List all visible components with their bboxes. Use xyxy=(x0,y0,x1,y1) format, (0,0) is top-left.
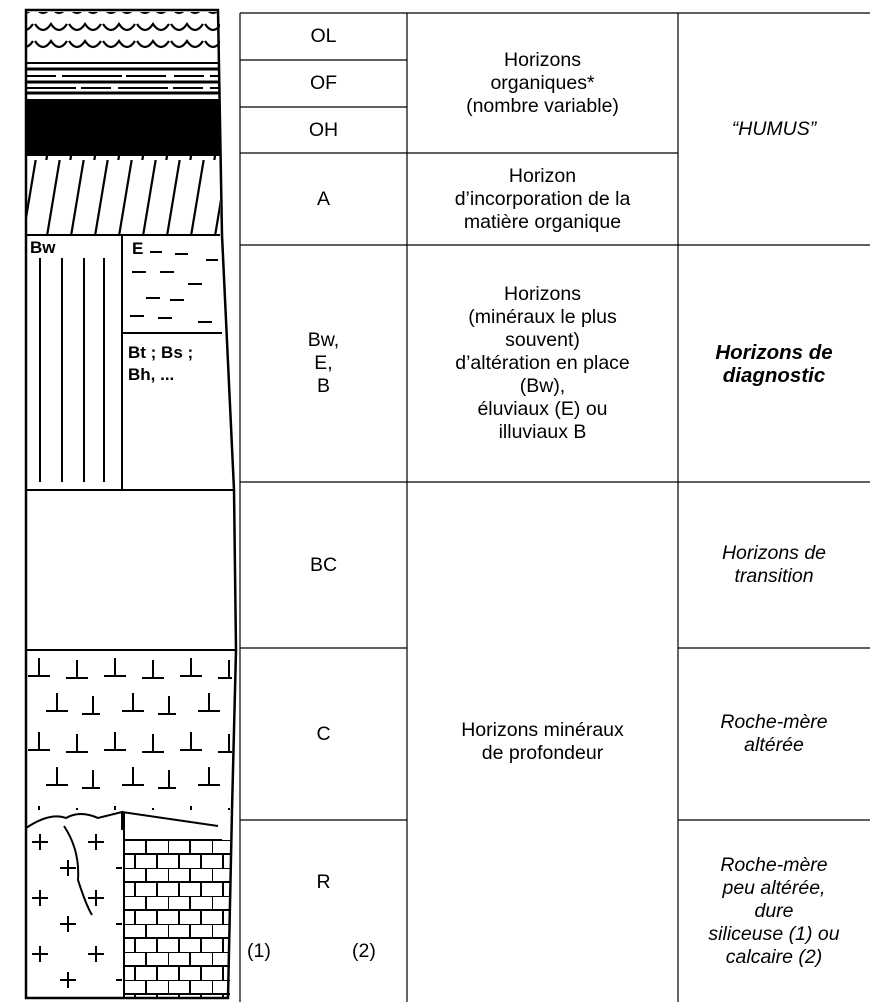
horizon-c: C xyxy=(316,722,331,745)
horizon-of: OF xyxy=(309,72,338,94)
description-organic: Horizons organiques* (nombre variable) xyxy=(466,48,619,117)
description-incorporation: Horizon d’incorporation de la matière or… xyxy=(454,164,631,233)
category-altered: Roche-mère altérée xyxy=(720,711,828,756)
profile-label-bw: Bw xyxy=(30,238,56,257)
description-deep-mineral: Horizons minéraux de profondeur xyxy=(461,719,624,764)
soil-profile-column: Bw E Bt ; Bs ; Bh, ... xyxy=(24,8,238,1000)
category-transition: Horizons de transition xyxy=(721,542,827,587)
horizon-a: A xyxy=(316,187,330,210)
description-diagnostic: Horizons (minéraux le plus souvent) d’al… xyxy=(455,283,630,443)
category-diagnostic: Horizons de diagnostic xyxy=(715,340,833,387)
profile-label-bh: Bh, ... xyxy=(128,365,174,384)
horizon-r-note-2: (2) xyxy=(352,940,376,962)
horizon-r-note-1: (1) xyxy=(247,940,271,962)
category-parent-rock: Roche-mère peu altérée, dure siliceuse (… xyxy=(708,853,840,968)
profile-label-bt-bs: Bt ; Bs ; xyxy=(128,343,193,362)
horizon-r: R xyxy=(316,870,331,893)
profile-label-e: E xyxy=(132,239,143,258)
horizon-bc: BC xyxy=(309,553,338,576)
horizon-oh: OH xyxy=(308,118,339,141)
horizon-ol: OL xyxy=(310,25,337,47)
category-humus: “HUMUS” xyxy=(731,117,817,140)
horizon-bw-e-b: Bw, E, B xyxy=(307,329,340,397)
